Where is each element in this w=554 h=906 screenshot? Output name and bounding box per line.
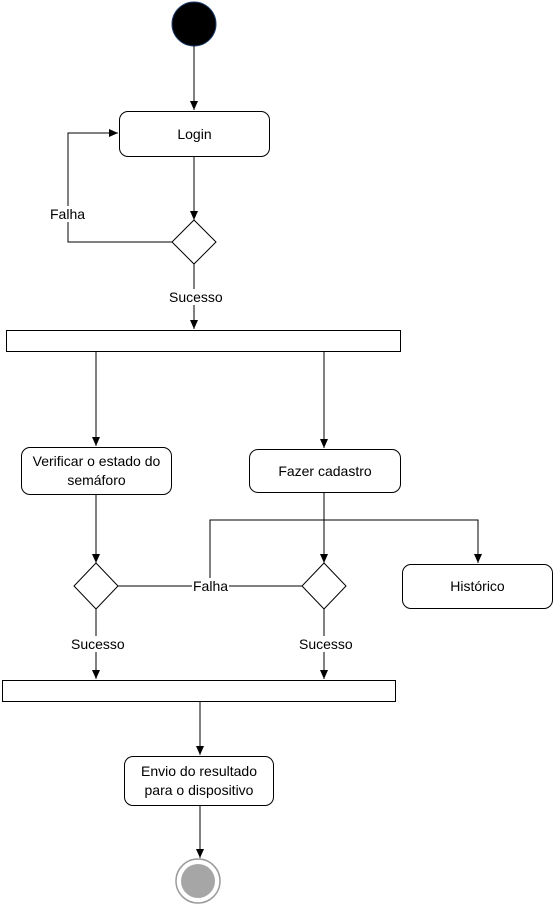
flow-cadastro-to-historico [324, 519, 482, 563]
label-sucesso-left: Sucesso [70, 636, 126, 652]
decision-verificar [73, 562, 119, 610]
flow-cadastro-branch-left [209, 519, 324, 586]
join-bar [2, 680, 396, 702]
flow-login-failure-loop [67, 129, 172, 243]
label-sucesso-right: Sucesso [298, 636, 354, 652]
action-historico: Histórico [402, 564, 553, 609]
fork-bar [6, 330, 401, 352]
decision-login [171, 219, 217, 265]
decision-cadastro [301, 562, 347, 610]
action-login: Login [119, 111, 270, 157]
action-cadastro: Fazer cadastro [249, 449, 401, 493]
end-node-inner [181, 864, 215, 898]
label-sucesso-login: Sucesso [168, 289, 224, 305]
start-node [171, 1, 217, 47]
label-falha-login: Falha [49, 206, 87, 222]
action-envio: Envio do resultado para o dispositivo [124, 756, 274, 806]
action-verificar: Verificar o estado do semáforo [21, 447, 172, 495]
label-falha-branch: Falha [192, 578, 230, 594]
